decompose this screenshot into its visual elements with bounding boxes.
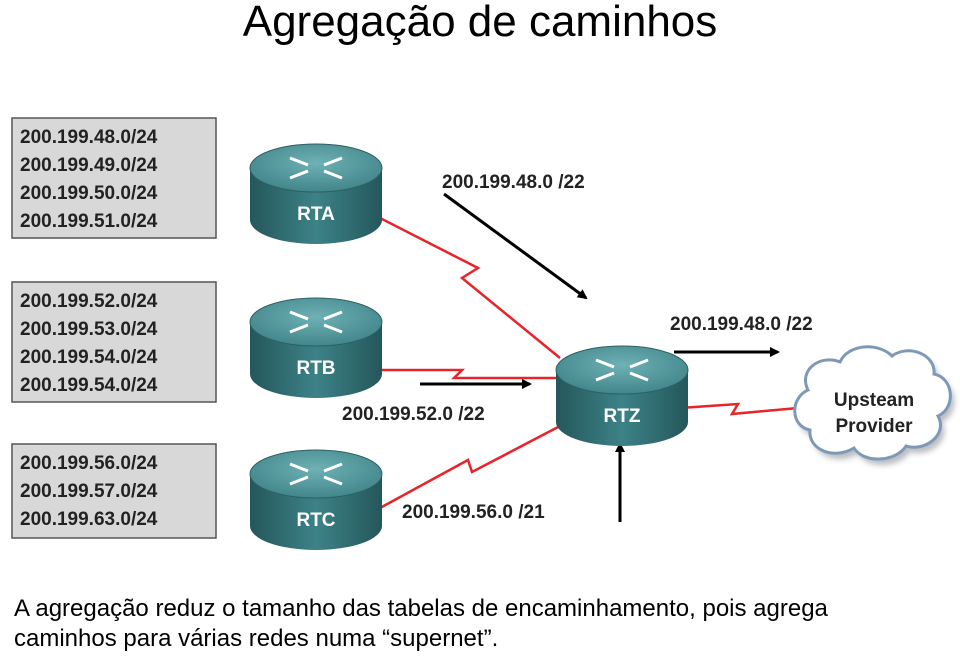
- table-row: 200.199.63.0/24: [20, 509, 158, 530]
- routing-table-rtb: 200.199.52.0/24 200.199.53.0/24 200.199.…: [11, 281, 217, 403]
- router-rtc: RTC: [249, 449, 383, 550]
- table-row: 200.199.48.0/24: [20, 127, 158, 148]
- aggregate-label-rtc: 200.199.56.0 /21: [402, 502, 545, 523]
- table-row: 200.199.51.0/24: [20, 211, 158, 232]
- table-row: 200.199.54.0/24: [20, 375, 158, 396]
- page-title: Agregação de caminhos: [242, 0, 718, 46]
- cloud-label-line2: Provider: [835, 416, 913, 437]
- router-rtb: RTB: [249, 297, 383, 398]
- table-row: 200.199.54.0/24: [20, 347, 158, 368]
- upstream-provider-cloud: Upsteam Provider: [793, 345, 952, 461]
- aggregate-label-upstream: 200.199.48.0 /22: [670, 314, 813, 335]
- caption-line-1: A agregação reduz o tamanho das tabelas …: [14, 595, 828, 622]
- aggregate-label-rtb: 200.199.52.0 /22: [342, 404, 485, 425]
- table-row: 200.199.57.0/24: [20, 481, 158, 502]
- cloud-label-line1: Upsteam: [834, 390, 914, 411]
- table-row: 200.199.56.0/24: [20, 453, 158, 474]
- route-aggregation-diagram: 200.199.48.0/24 200.199.49.0/24 200.199.…: [11, 117, 952, 550]
- table-row: 200.199.49.0/24: [20, 155, 158, 176]
- serial-links: [379, 216, 799, 510]
- table-row: 200.199.53.0/24: [20, 319, 158, 340]
- caption-line-2: caminhos para várias redes numa “superne…: [14, 625, 499, 652]
- link-rtb-rtz: [380, 368, 560, 380]
- link-rta-rtz: [379, 216, 561, 359]
- router-label-rtc: RTC: [296, 510, 335, 531]
- caption: A agregação reduz o tamanho das tabelas …: [14, 594, 954, 654]
- router-rtz: RTZ: [555, 345, 689, 446]
- arrow-rta-route: [443, 192, 588, 300]
- table-row: 200.199.50.0/24: [20, 183, 158, 204]
- aggregate-label-rta: 200.199.48.0 /22: [442, 172, 585, 193]
- link-rtc-rtz: [379, 424, 561, 510]
- router-label-rta: RTA: [297, 204, 335, 225]
- router-label-rtz: RTZ: [604, 406, 641, 427]
- router-rta: RTA: [249, 143, 383, 244]
- router-label-rtb: RTB: [296, 358, 335, 379]
- route-arrows: [420, 192, 780, 522]
- table-row: 200.199.52.0/24: [20, 291, 158, 312]
- routing-table-rta: 200.199.48.0/24 200.199.49.0/24 200.199.…: [11, 117, 217, 239]
- routing-table-rtc: 200.199.56.0/24 200.199.57.0/24 200.199.…: [11, 443, 217, 539]
- link-rtz-cloud: [679, 402, 799, 416]
